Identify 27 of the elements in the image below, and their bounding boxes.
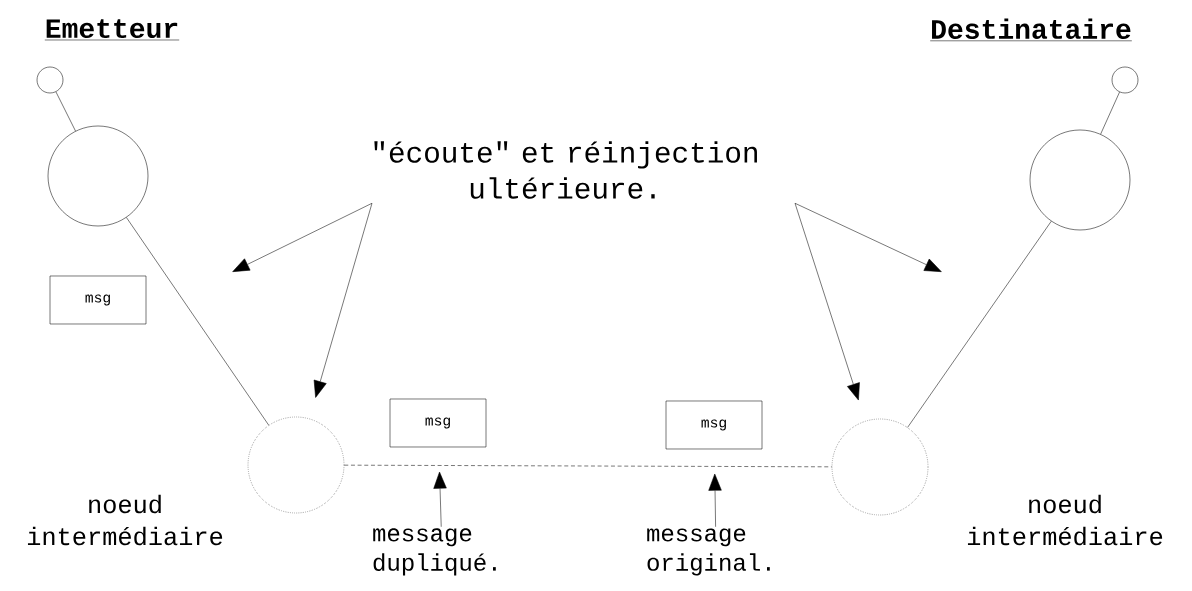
annotation-text: "écoute" et réinjection ultérieure.	[374, 141, 757, 199]
circle	[1029, 129, 1131, 231]
circle	[47, 125, 149, 227]
connector-line	[1100, 91, 1120, 135]
message-box: msg	[389, 398, 487, 448]
circle	[831, 418, 929, 516]
annotation-text: message original.	[647, 528, 770, 576]
connector-line	[126, 217, 269, 426]
arrow	[708, 473, 722, 528]
connector-line	[344, 464, 832, 468]
arrow	[433, 471, 447, 528]
arrow	[313, 203, 373, 398]
circle	[247, 416, 345, 514]
connector-line	[907, 220, 1052, 428]
node-label: noeud intermédiaire	[27, 494, 223, 546]
heading: Destinataire	[929, 18, 1133, 42]
node-label: noeud intermédiaire	[967, 494, 1163, 546]
message-box: msg	[49, 275, 147, 325]
message-box: msg	[665, 400, 763, 450]
annotation-text: message dupliqué.	[373, 528, 496, 576]
circle	[36, 66, 64, 94]
arrow	[232, 203, 373, 272]
circle	[1111, 66, 1139, 94]
arrow	[794, 203, 860, 401]
arrow	[794, 203, 942, 272]
connector-line	[55, 91, 76, 132]
heading: Emetteur	[44, 19, 180, 41]
